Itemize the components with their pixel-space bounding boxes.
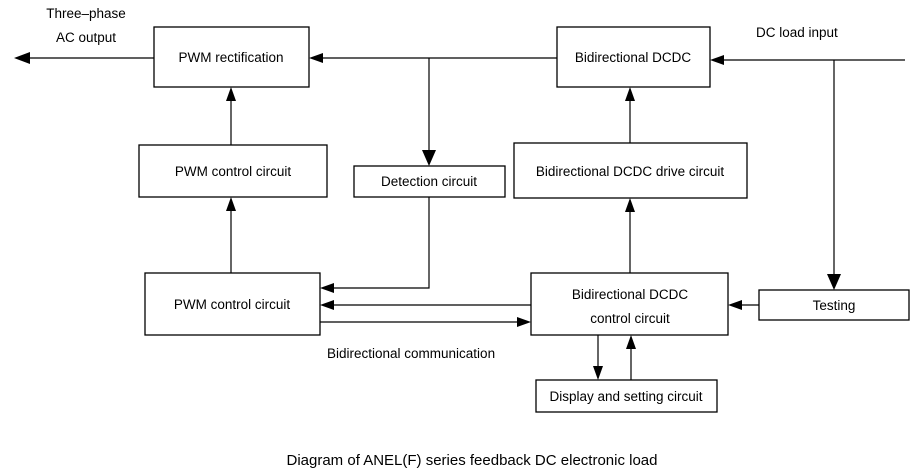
- testing-to-control-arrow: [728, 300, 759, 310]
- dcdc-control-label-line1: Bidirectional DCDC: [572, 287, 689, 302]
- communication-arrow-left: [320, 300, 531, 310]
- display-setting-block: Display and setting circuit: [535, 379, 718, 413]
- dc-input-arrow: [710, 55, 905, 65]
- dcdc-control-label-line2: control circuit: [590, 311, 670, 326]
- ac-output-arrow: [14, 52, 154, 64]
- testing-block: Testing: [758, 289, 910, 321]
- detection-tap-arrow: [422, 58, 436, 166]
- dcdc-control-block: Bidirectional DCDC control circuit: [530, 272, 729, 336]
- dc-input-label: DC load input: [756, 25, 838, 40]
- dcdc-to-rectification-arrow: [309, 53, 557, 63]
- detection-block: Detection circuit: [353, 165, 506, 198]
- drive-to-dcdc-arrow: [625, 87, 635, 143]
- display-to-control-arrow: [626, 335, 636, 380]
- testing-tap-arrow: [827, 60, 841, 290]
- bidirectional-communication-label: Bidirectional communication: [327, 346, 495, 361]
- testing-label: Testing: [813, 298, 856, 313]
- pwm-rectification-label: PWM rectification: [178, 50, 283, 65]
- diagram-caption: Diagram of ANEL(F) series feedback DC el…: [287, 452, 658, 469]
- dcdc-drive-block: Bidirectional DCDC drive circuit: [513, 142, 748, 199]
- bidirectional-dcdc-block: Bidirectional DCDC: [556, 26, 711, 88]
- display-setting-label: Display and setting circuit: [549, 389, 702, 404]
- pwm-control-lower-block: PWM control circuit: [144, 272, 321, 336]
- ac-output-label-line2: AC output: [56, 30, 116, 45]
- detection-to-pwm-control-arrow: [320, 197, 430, 293]
- communication-arrow-right: [320, 317, 531, 327]
- pwm-control-upper-block: PWM control circuit: [138, 144, 328, 198]
- control-to-drive-arrow: [625, 198, 635, 273]
- detection-label: Detection circuit: [381, 174, 477, 189]
- pwm-lower-to-upper-arrow: [226, 197, 236, 273]
- pwm-rectification-block: PWM rectification: [153, 26, 310, 88]
- bidirectional-dcdc-label: Bidirectional DCDC: [575, 50, 692, 65]
- dcdc-drive-label: Bidirectional DCDC drive circuit: [536, 164, 725, 179]
- ac-output-label-line1: Three–phase: [46, 6, 126, 21]
- pwm-control-lower-label: PWM control circuit: [174, 297, 291, 312]
- pwm-control-to-rectification-arrow: [226, 87, 236, 145]
- pwm-control-upper-label: PWM control circuit: [175, 164, 292, 179]
- control-to-display-arrow: [593, 335, 603, 380]
